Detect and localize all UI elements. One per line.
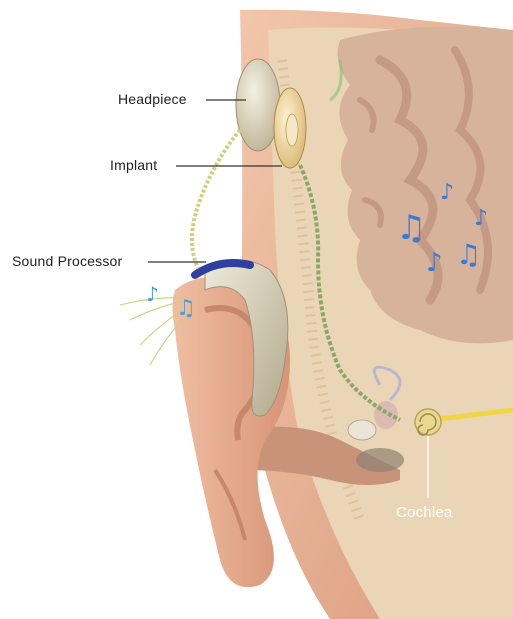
sound-processor-label: Sound Processor [12, 253, 122, 269]
implant-label: Implant [110, 157, 157, 173]
cochlea-label: Cochlea [396, 504, 452, 521]
headpiece-label: Headpiece [118, 91, 187, 107]
